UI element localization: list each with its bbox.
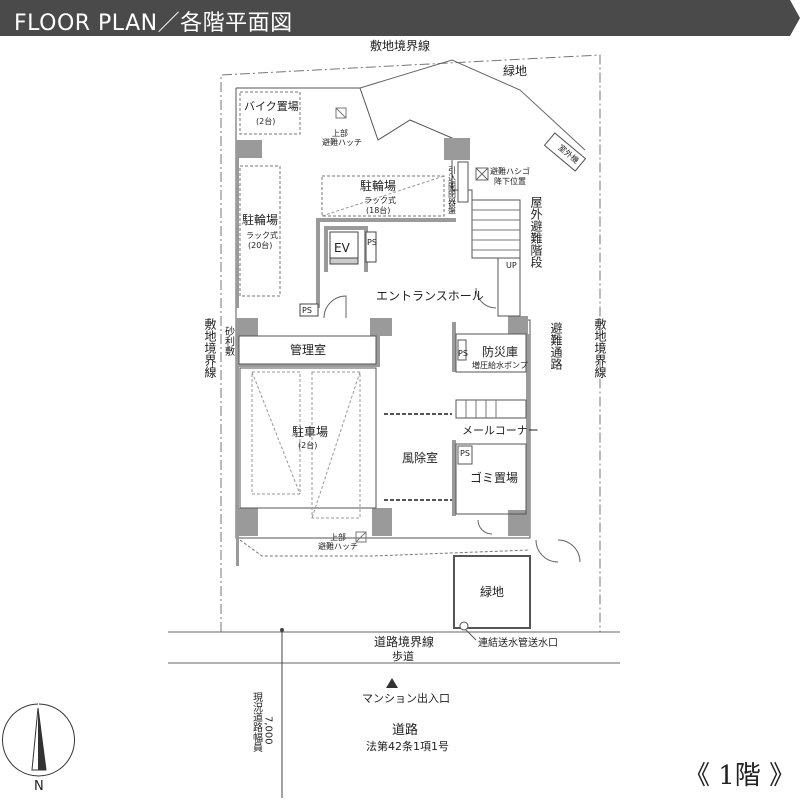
road-label: 道路 [392,722,418,738]
bicycle-parking-center-label: 駐輪場 [360,178,396,193]
greenery-edge [359,59,586,151]
north-compass [2,703,75,777]
outdoor-stair-label: 屋外避難階段 [529,196,543,269]
road-law-label: 法第42条1項1号 [366,739,449,753]
fire-inlet-marker [459,621,469,631]
mansion-entrance-label: マンション出入口 [362,691,450,705]
header-bar: FLOOR PLAN／各階平面図 [0,0,800,36]
site-boundary-line [220,54,601,632]
greenery-bottom-box [453,555,531,629]
road-width-label-a: 現況道路幅員 [251,692,263,753]
pull-in-board-label: 引込開閉器盤 [448,166,457,214]
up-label: UP [506,261,517,270]
ps-ev-label: PS [367,238,377,247]
bicycle-rack-center-label: ラック式 [364,195,396,205]
ev-shaft [329,231,359,263]
site-boundary-left-label: 敷地境界線 [203,317,217,378]
bike-parking-area [239,91,301,135]
ps-garbage-label: PS [460,449,470,458]
entrance-hall-label: エントランスホール [376,289,484,303]
bike-parking-label: バイク置場 [244,100,299,113]
ps-small-box [299,303,319,317]
mail-corner-label: メールコーナー [462,424,539,437]
outdoor-unit [543,132,587,172]
management-office-label: 管理室 [290,342,326,357]
bicycle-count-left-label: (20台) [248,240,272,250]
booster-pump-label: 増圧給水ポンプ [472,360,528,370]
windbreak-room-label: 風除室 [402,450,438,465]
car-parking-room [239,367,377,509]
header-chevron [790,0,800,36]
greenery-top-label: 緑地 [503,63,527,78]
disaster-room-box [455,333,527,373]
evac-ladder-label-b: 降下位置 [494,176,526,186]
hatch-upper-1-label-b: 避難ハッチ [322,137,362,147]
hatch-upper-1 [335,107,347,119]
hatch-upper-2-label-a: 上部 [330,532,346,542]
bicycle-parking-center-area [321,175,445,217]
evac-ladder-label-a: 避難ハシゴ [490,166,530,176]
bicycle-parking-left-label: 駐輪場 [242,212,278,227]
evac-route-label: 避難通路 [549,322,563,371]
management-office-room [238,335,377,365]
garbage-room-label: ゴミ置場 [470,470,518,485]
road-width-label-b: 7,000 [263,716,274,745]
bicycle-count-center-label: (18台) [366,205,390,215]
outdoor-stair [471,199,521,259]
bicycle-parking-left-area [239,165,281,297]
ps-disaster-label: PS [458,349,468,358]
hatch-upper-1-label-a: 上部 [332,128,348,138]
hatch-upper-2-label-b: 避難ハッチ [318,541,358,551]
car-parking-label: 駐車場 [292,424,328,439]
greenery-bottom-label: 緑地 [480,584,504,599]
road-boundary-label: 道路境界線 [374,634,434,649]
site-boundary-top-label: 敷地境界線 [370,38,430,53]
ev-label: EV [334,241,351,255]
evac-ladder-marker [475,167,489,181]
gravel-label: 砂利敷 [223,325,235,357]
bike-parking-count: (2台) [256,116,275,126]
ps-small-label: PS [302,306,312,315]
pull-in-board [457,161,469,203]
car-parking-count: (2台) [298,440,317,450]
header-title: FLOOR PLAN／各階平面図 [14,11,293,36]
hatch-upper-2 [355,531,367,543]
disaster-room-label: 防災庫 [482,344,518,359]
site-boundary-right-label: 敷地境界線 [593,317,607,378]
sidewalk-label: 歩道 [392,649,414,663]
ps-ev-box [365,231,377,263]
entrance-arrow [386,678,398,688]
walls [236,138,530,566]
floor-label: 《 1階 》 [684,761,796,791]
fire-inlet-label: 連結送水管送水口 [478,636,558,649]
garbage-room-box [455,443,527,515]
bicycle-rack-left-label: ラック式 [246,230,278,240]
mail-corner-box [455,399,527,419]
north-label: N [34,779,44,794]
